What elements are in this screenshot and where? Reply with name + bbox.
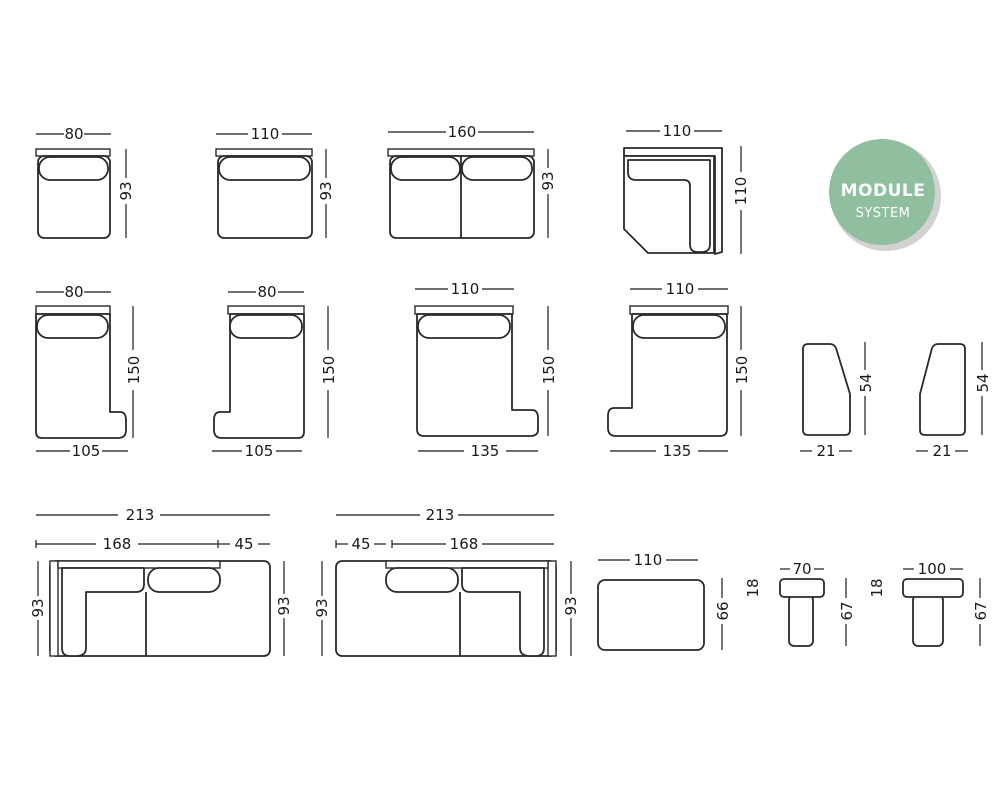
dim-height: 54: [974, 373, 992, 392]
dim-height: 67: [972, 601, 990, 620]
dim-depth: 150: [733, 356, 751, 385]
dim-width: 110: [451, 280, 480, 298]
module-chaise-110-left: 110 150 135: [607, 280, 751, 460]
dim-length: 135: [471, 442, 500, 460]
dim-length: 135: [663, 442, 692, 460]
dim-width: 80: [64, 125, 83, 143]
module-chaise-110-right: 110 150 135: [414, 280, 558, 460]
dim-main-width: 168: [103, 535, 132, 553]
module-sofa-213-right-corner: 213 45 168 93 93: [313, 506, 580, 657]
dim-depth: 150: [540, 356, 558, 385]
dim-depth: 150: [320, 356, 338, 385]
module-corner-110: 110 110: [623, 122, 750, 255]
dim-width: 80: [64, 283, 83, 301]
dim-height: 67: [838, 601, 856, 620]
dim-width: 100: [918, 560, 947, 578]
module-chaise-80-left: 80 150 105: [212, 283, 338, 460]
dim-total-width: 213: [426, 506, 455, 524]
badge-subtitle: SYSTEM: [856, 206, 911, 221]
dim-total-width: 213: [126, 506, 155, 524]
module-ottoman-110: 110 66: [597, 551, 732, 651]
module-armless-110: 110 93: [215, 125, 335, 239]
dim-depth-left: 93: [29, 598, 47, 617]
module-system-badge: MODULE SYSTEM: [829, 139, 941, 251]
dim-width: 160: [448, 123, 477, 141]
dim-extension-width: 45: [351, 535, 370, 553]
dim-depth-right: 93: [562, 596, 580, 615]
dim-depth: 66: [714, 601, 732, 620]
module-armrest-right: 54 21: [800, 342, 875, 460]
dim-width: 110: [663, 122, 692, 140]
dim-extension-width: 45: [234, 535, 253, 553]
dim-width: 80: [257, 283, 276, 301]
dim-length: 105: [245, 442, 274, 460]
module-table-100: 100 18 67: [868, 560, 990, 647]
dim-width: 70: [792, 560, 811, 578]
dim-depth-left: 93: [313, 598, 331, 617]
badge-circle: [829, 139, 935, 245]
dim-width: 110: [251, 125, 280, 143]
module-armless-80: 80 93: [35, 125, 135, 239]
module-armrest-left: 54 21: [916, 342, 992, 460]
dim-depth: 93: [317, 181, 335, 200]
dim-height: 54: [857, 373, 875, 392]
dim-depth: 93: [539, 171, 557, 190]
dim-depth: 150: [125, 356, 143, 385]
dim-depth-right: 93: [275, 596, 293, 615]
module-sofa-213-left-corner: 213 168 45 93 93: [29, 506, 293, 657]
dim-top-height: 18: [868, 578, 886, 597]
dim-depth: 93: [117, 181, 135, 200]
module-table-70: 70 18 67: [744, 560, 856, 647]
dim-top-height: 18: [744, 578, 762, 597]
dim-main-width: 168: [450, 535, 479, 553]
dim-width: 110: [634, 551, 663, 569]
dim-depth: 110: [732, 177, 750, 206]
dim-width: 21: [932, 442, 951, 460]
module-two-seat-160: 160 93: [387, 123, 557, 239]
dim-width: 110: [666, 280, 695, 298]
module-chaise-80-right: 80 150 105: [35, 283, 143, 460]
badge-title: MODULE: [841, 181, 926, 201]
dim-width: 21: [816, 442, 835, 460]
dim-length: 105: [72, 442, 101, 460]
